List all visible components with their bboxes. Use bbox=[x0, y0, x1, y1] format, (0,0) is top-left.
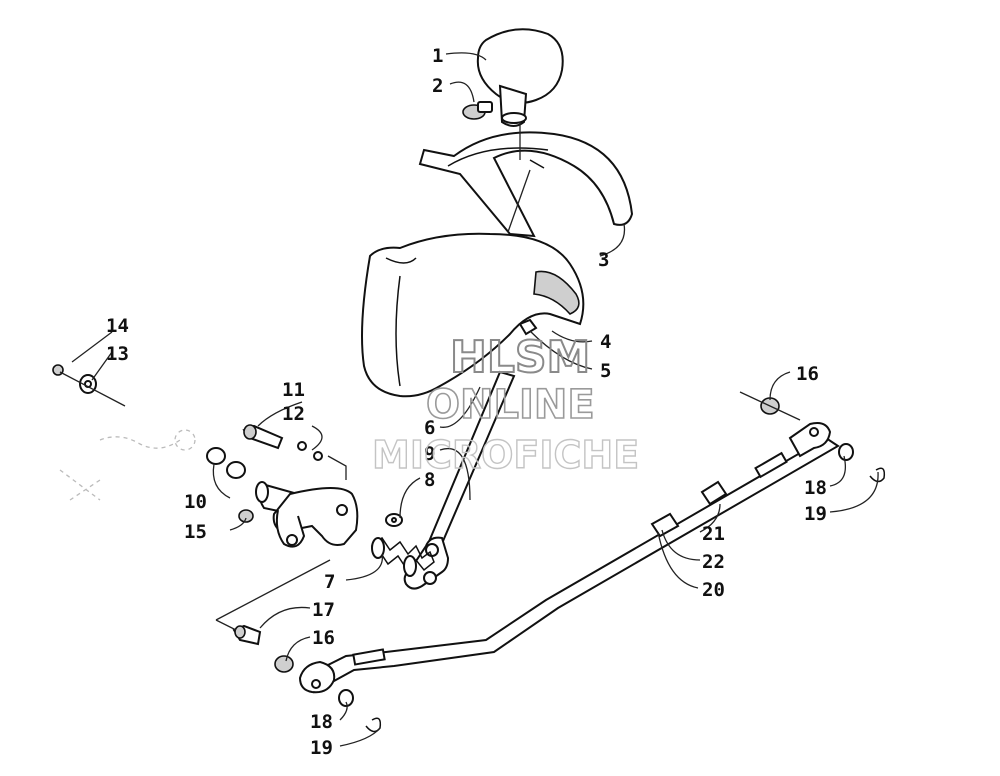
spring-part-7 bbox=[370, 536, 435, 577]
watermark-line-3: MICROFICHE bbox=[372, 433, 639, 477]
watermark-line-2: ONLINE bbox=[426, 382, 595, 428]
watermark-line-1: HLSM bbox=[450, 332, 590, 383]
leader-lines bbox=[71, 52, 879, 747]
callout-19-left: 19 bbox=[310, 737, 333, 759]
sleeve-part-21 bbox=[700, 480, 728, 506]
shift-rod-part-20 bbox=[298, 422, 840, 694]
assembly-guide-lines bbox=[215, 169, 531, 631]
callout-labels: 1 2 3 4 5 6 8 9 7 10 11 12 13 14 15 16 1… bbox=[106, 45, 827, 759]
pivot-assembly bbox=[206, 447, 359, 548]
callout-3: 3 bbox=[598, 249, 609, 271]
callout-21: 21 bbox=[702, 523, 725, 545]
callout-14: 14 bbox=[106, 315, 129, 337]
clip-part-19-right bbox=[869, 467, 886, 483]
callout-12: 12 bbox=[282, 403, 305, 425]
knob-part-1 bbox=[476, 28, 564, 127]
callout-22: 22 bbox=[702, 551, 725, 573]
callout-9: 9 bbox=[424, 443, 435, 465]
callout-16-left: 16 bbox=[312, 627, 335, 649]
pin-part-17 bbox=[232, 624, 262, 646]
callout-13: 13 bbox=[106, 343, 129, 365]
callout-7: 7 bbox=[324, 571, 335, 593]
bolt-part-11 bbox=[242, 424, 323, 461]
callout-19-right: 19 bbox=[804, 503, 827, 525]
shift-lever-part-6 bbox=[403, 370, 516, 590]
lower-housing-part-4 bbox=[361, 232, 585, 398]
callout-16-right: 16 bbox=[796, 363, 819, 385]
callout-2: 2 bbox=[432, 75, 443, 97]
callout-18-right: 18 bbox=[804, 477, 827, 499]
callout-1: 1 bbox=[432, 45, 443, 67]
clip-part-5 bbox=[518, 318, 538, 336]
callout-6: 6 bbox=[424, 417, 435, 439]
callout-18-left: 18 bbox=[310, 711, 333, 733]
callout-5: 5 bbox=[600, 360, 611, 382]
screw-washer-13-14 bbox=[52, 364, 126, 407]
sleeve-part-22 bbox=[650, 512, 680, 538]
callout-20: 20 bbox=[702, 579, 725, 601]
upper-shroud-part-3 bbox=[418, 122, 634, 238]
callout-10: 10 bbox=[184, 491, 207, 513]
callout-17: 17 bbox=[312, 599, 335, 621]
washer-part-18-right bbox=[838, 443, 854, 461]
callout-4: 4 bbox=[600, 331, 611, 353]
callout-15: 15 bbox=[184, 521, 207, 543]
ghost-parts bbox=[59, 429, 196, 501]
washer-part-18-left bbox=[338, 689, 354, 707]
washer-part-8 bbox=[385, 513, 403, 527]
screw-part-2 bbox=[462, 101, 493, 120]
watermark: HLSM ONLINE MICROFICHE bbox=[371, 331, 640, 478]
callout-8: 8 bbox=[424, 469, 435, 491]
callout-11: 11 bbox=[282, 379, 305, 401]
bushing-part-16-left bbox=[274, 655, 294, 673]
